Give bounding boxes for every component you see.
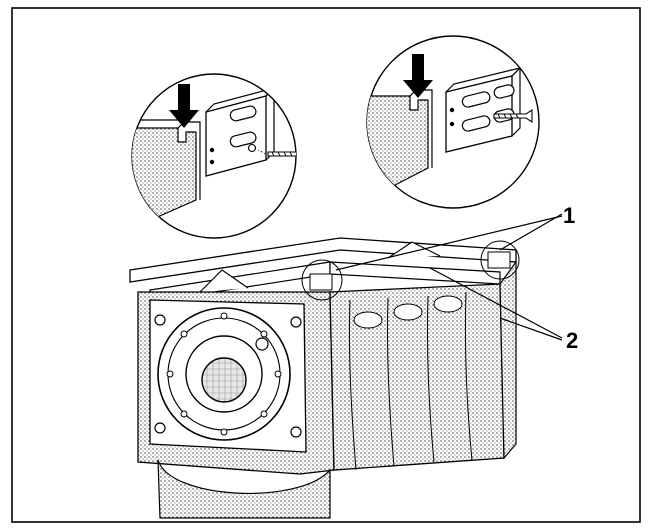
detail-circle-right: [366, 35, 540, 209]
down-arrow-icon: [403, 54, 433, 98]
callout-label-2: 2: [566, 328, 579, 353]
detail-circle-left: [131, 73, 297, 239]
down-arrow-icon: [169, 84, 199, 128]
leader-lines: [335, 213, 563, 341]
callout-label-1: 1: [563, 203, 576, 228]
filter-unit: [129, 237, 520, 519]
frame-border: [11, 7, 641, 523]
